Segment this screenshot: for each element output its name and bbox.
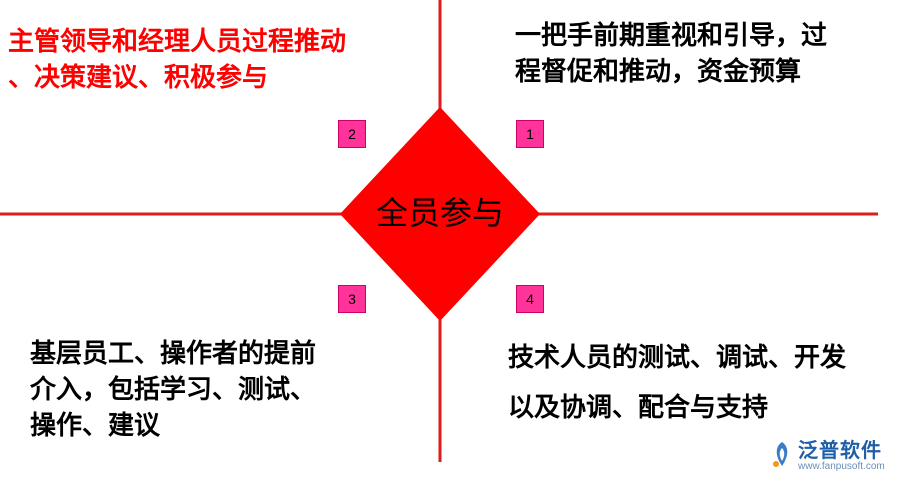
center-diamond xyxy=(340,107,540,321)
quadrant-4-text: 技术人员的测试、调试、开发 以及协调、配合与支持 xyxy=(508,343,847,423)
badge-1: 1 xyxy=(516,120,544,148)
company-logo: 泛普软件 www.fanpusoft.com xyxy=(770,438,894,476)
quadrant-1-text: 一把手前期重视和引导，过 程督促和推动，资金预算 xyxy=(515,21,828,87)
quadrant-3-text: 基层员工、操作者的提前 介入，包括学习、测试、 操作、建议 xyxy=(30,339,317,441)
logo-url: www.fanpusoft.com xyxy=(798,461,885,472)
logo-name: 泛普软件 xyxy=(798,438,882,462)
quadrant-2-text: 主管领导和经理人员过程推动 、决策建议、积极参与 xyxy=(8,27,347,93)
badge-2: 2 xyxy=(338,120,366,148)
center-label: 全员参与 xyxy=(375,194,504,232)
logo-mark-icon xyxy=(773,442,788,467)
badge-4: 4 xyxy=(516,285,544,313)
badge-3: 3 xyxy=(338,285,366,313)
